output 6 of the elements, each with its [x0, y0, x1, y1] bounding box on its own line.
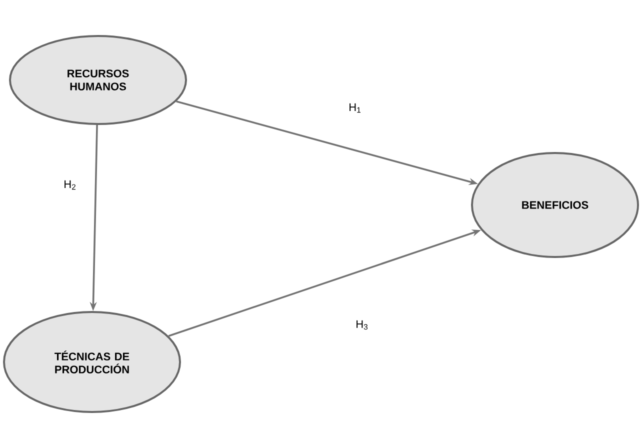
- edge-label: H$_{2}$: [64, 180, 76, 190]
- edge-label: H$_{3}$: [356, 320, 368, 330]
- edge-label: H$_{1}$: [350, 103, 360, 113]
- ellipse-node: BENEFICIOS: [471, 152, 639, 258]
- ellipse-node: TÉCNICAS DE PRODUCCIÓN: [3, 311, 181, 413]
- ellipse-node: RECURSOS HUMANOS: [9, 35, 187, 125]
